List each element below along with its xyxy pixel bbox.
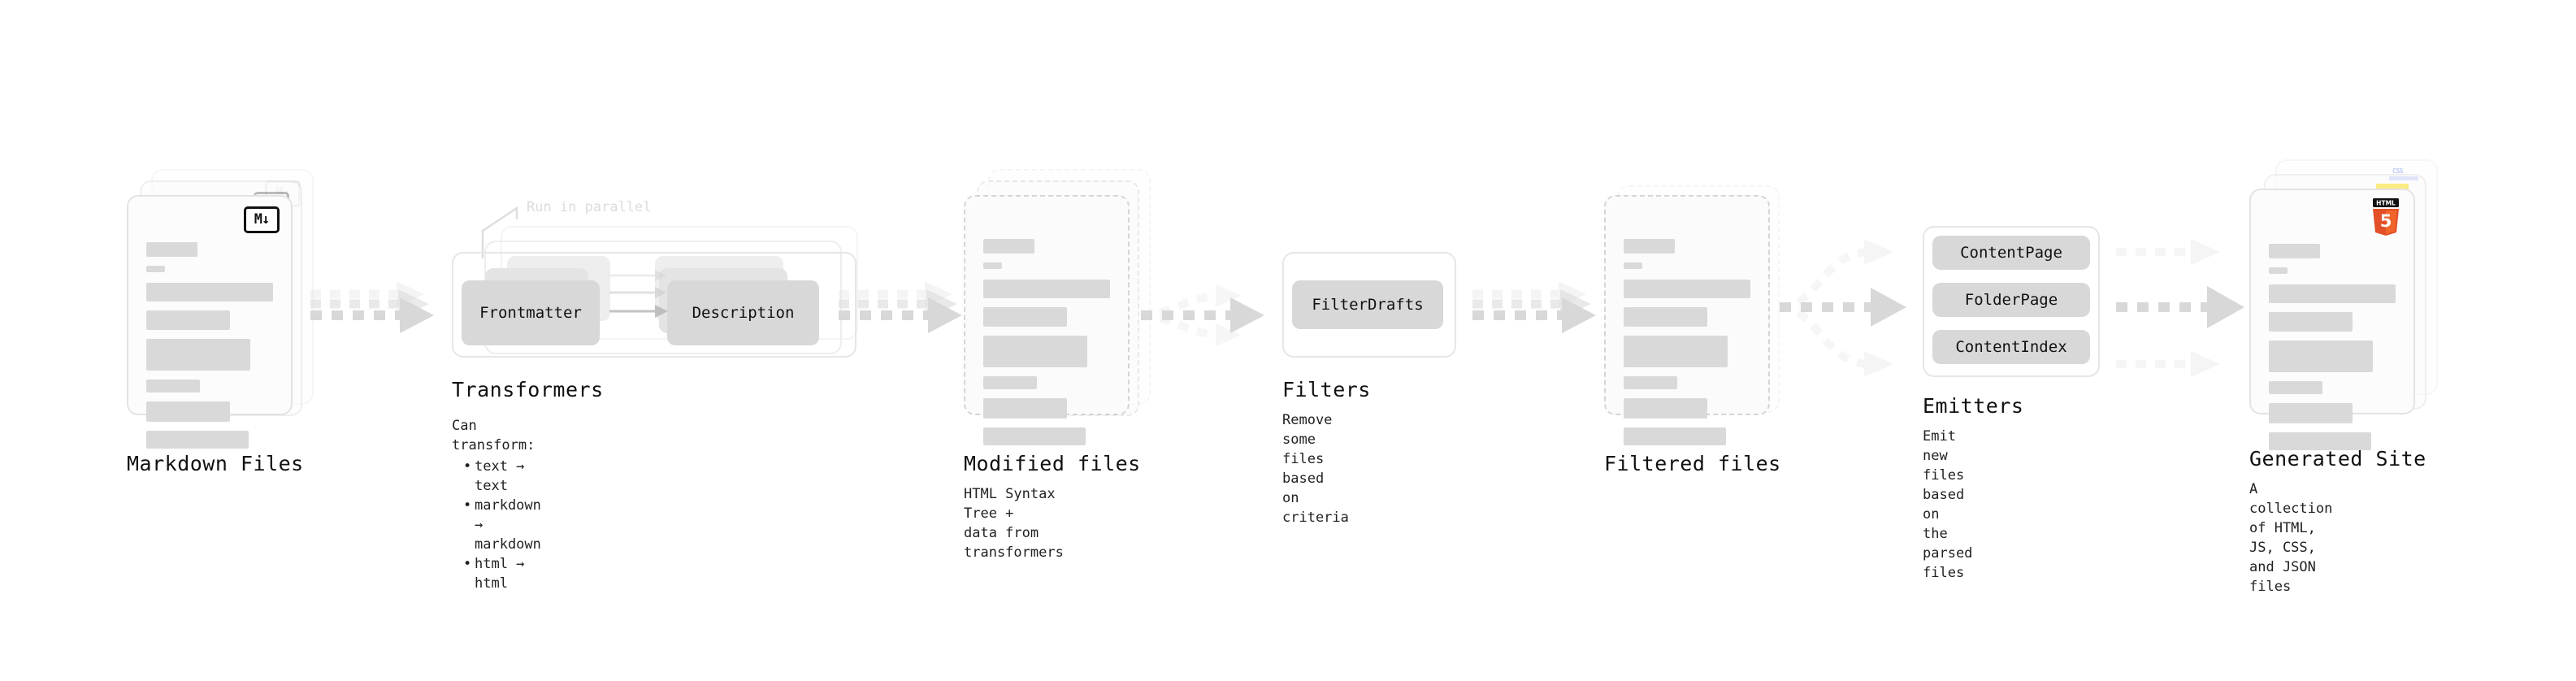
filter-box-filterdrafts[interactable]: FilterDrafts [1292,280,1443,329]
emitters-container[interactable] [1923,226,2100,377]
stage-desc-modified-files: HTML Syntax Tree + data from transformer… [964,486,1064,561]
card-content-bars [983,239,1110,454]
card-content-bars [2269,244,2396,459]
transformer-box-description[interactable]: Description [667,280,819,345]
filters-container[interactable] [1282,252,1456,358]
stage-desc-emitters: Emit new files based on the parsed files [1923,428,1973,581]
emitter-box-folderpage[interactable]: FolderPage [1932,283,2090,317]
bullet-item: html → html [463,554,541,593]
card-content-bars [146,242,273,458]
connector-transformers-to-modified [839,276,969,341]
run-in-parallel-bracket [471,195,577,260]
stage-title-filtered-files: Filtered files [1604,452,1781,475]
connector-emitters-to-site [2116,236,2262,382]
transformers-bullet-list: Can transform: text → text markdown → ma… [452,416,541,593]
bullet-item: text → text [463,457,541,496]
connector-filters-to-filtered [1472,276,1602,341]
stage-title-modified-files: Modified files [964,452,1141,475]
stage-title-generated-site: Generated Site [2249,447,2426,471]
svg-text:5: 5 [2380,211,2392,231]
markdown-card-front[interactable]: M↓ [127,195,293,449]
bullet-item: markdown → markdown [463,496,541,554]
run-in-parallel-label: Run in parallel [527,199,652,215]
filtered-card-front[interactable] [1604,195,1770,445]
stage-title-markdown-files: Markdown Files [127,452,304,475]
html5-icon: HTML 5 [2370,198,2402,236]
transformer-box-frontmatter[interactable]: Frontmatter [462,280,600,345]
connector-modified-to-filters [1140,276,1271,346]
card-content-bars [1624,239,1750,454]
stage-title-filters: Filters [1282,378,1371,401]
markdown-icon: M↓ [244,206,280,233]
emitter-box-contentindex[interactable]: ContentIndex [1932,330,2090,364]
connector-markdown-to-transformers [310,276,440,341]
bullets-lead: Can transform: [452,418,536,453]
site-card-front[interactable]: HTML 5 [2249,189,2415,450]
svg-text:HTML: HTML [2376,200,2396,207]
stage-title-emitters: Emitters [1923,394,2024,418]
connector-filtered-to-emitters [1779,236,1926,382]
stage-desc-filters: Remove some files based on criteria [1282,412,1349,526]
transformer-container-front[interactable] [452,252,856,358]
stage-desc-generated-site: A collection of HTML, JS, CSS, and JSON … [2249,481,2333,595]
stage-title-transformers: Transformers [452,378,604,401]
modified-card-front[interactable] [964,195,1130,445]
transformer-inner-arrows [609,268,683,327]
emitter-box-contentpage[interactable]: ContentPage [1932,236,2090,270]
